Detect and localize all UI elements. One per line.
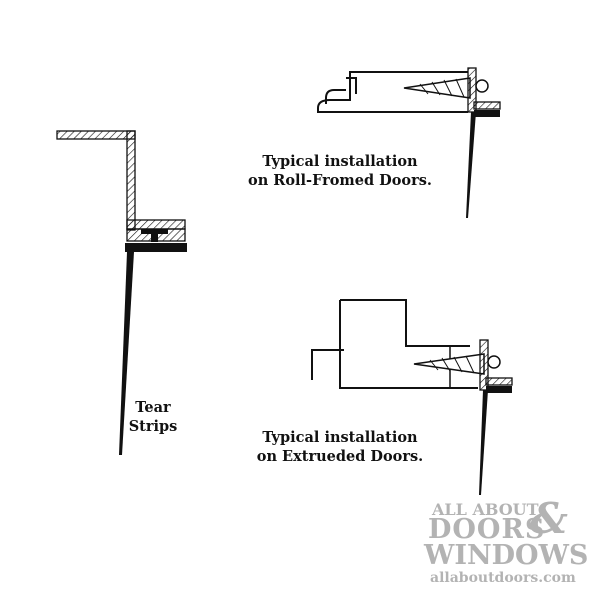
roll-formed-line1: Typical installation [262,153,418,170]
tear-strips-caption: Tear Strips [128,398,178,436]
extruded-line1: Typical installation [262,429,418,446]
watermark-line3: WINDOWS [424,540,589,571]
extruded-tear-strip [479,390,488,495]
roll-formed-detail [317,67,501,218]
seal-bar [125,243,187,252]
roll-formed-seal [474,110,500,117]
watermark-line2: DOORS [428,514,546,545]
extruded-profile-top [340,299,470,347]
tear-strips-line1: Tear [135,399,171,416]
extruded-seal [486,386,512,393]
extruded-line2: on Extrueded Doors. [256,448,424,465]
watermark-line1: ALL ABOUT [432,500,539,519]
roll-formed-line2: on Roll-Fromed Doors. [248,172,432,189]
tear-strips-line2: Strips [128,418,178,435]
extruded-caption: Typical installation on Extrueded Doors. [240,428,440,466]
extruded-screw-head [487,355,501,369]
roll-formed-caption: Typical installation on Roll-Fromed Door… [240,152,440,190]
watermark-amp: & [530,494,568,543]
roll-formed-tear-strip [466,112,476,218]
left-frame-detail [56,130,187,455]
roll-formed-screw-head [475,79,489,93]
extruded-detail [311,299,513,495]
frame-web [126,130,136,231]
frame-top-flange [56,130,136,140]
frame-bottom-flange [126,219,186,230]
roll-formed-inner-lip [346,77,357,94]
watermark-line4: allaboutdoors.com [430,570,576,586]
extruded-profile-body [339,300,478,389]
tear-strip [119,252,134,455]
extruded-hook [311,349,344,380]
tear-strip-insert [141,229,168,242]
roll-formed-channel [317,71,468,113]
roll-formed-hook [325,89,346,104]
